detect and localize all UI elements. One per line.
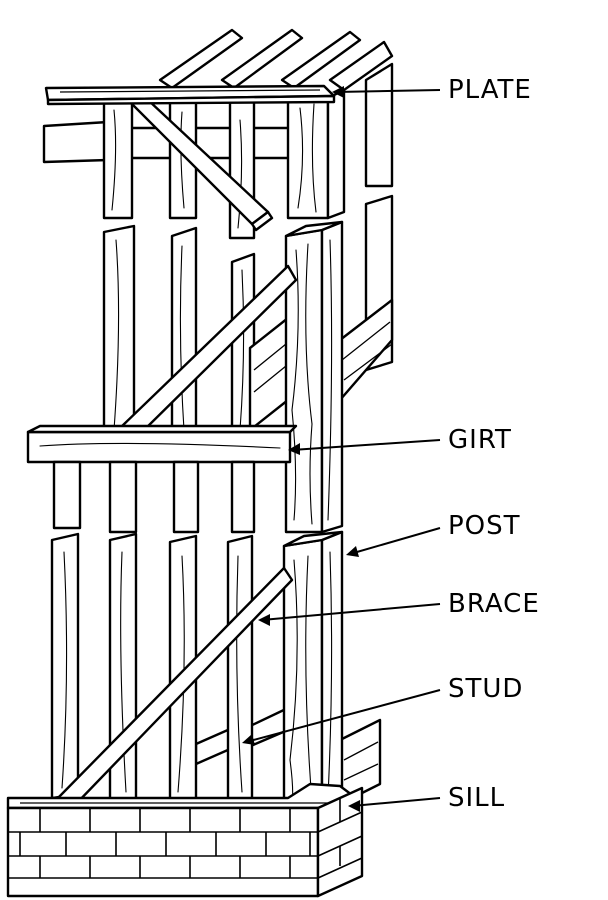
lower-short-studs [52, 460, 256, 534]
leader-lines [242, 86, 441, 812]
label-brace: BRACE [448, 589, 540, 619]
top-plate [44, 84, 336, 106]
label-sill: SILL [448, 783, 506, 813]
upper-brace [126, 98, 274, 232]
middle-studs [102, 224, 290, 440]
upper-post [286, 88, 346, 220]
brick-foundation [6, 786, 364, 898]
upper-studs [102, 98, 256, 240]
middle-post [284, 220, 344, 534]
lower-post [282, 530, 344, 810]
label-plate: PLATE [448, 75, 532, 105]
side-wall [338, 62, 394, 402]
lower-studs [50, 532, 254, 804]
label-girt: GIRT [448, 425, 512, 455]
top-joists [158, 28, 394, 92]
label-stud: STUD [448, 674, 524, 704]
girt-member [26, 424, 298, 464]
label-post: POST [448, 511, 521, 541]
